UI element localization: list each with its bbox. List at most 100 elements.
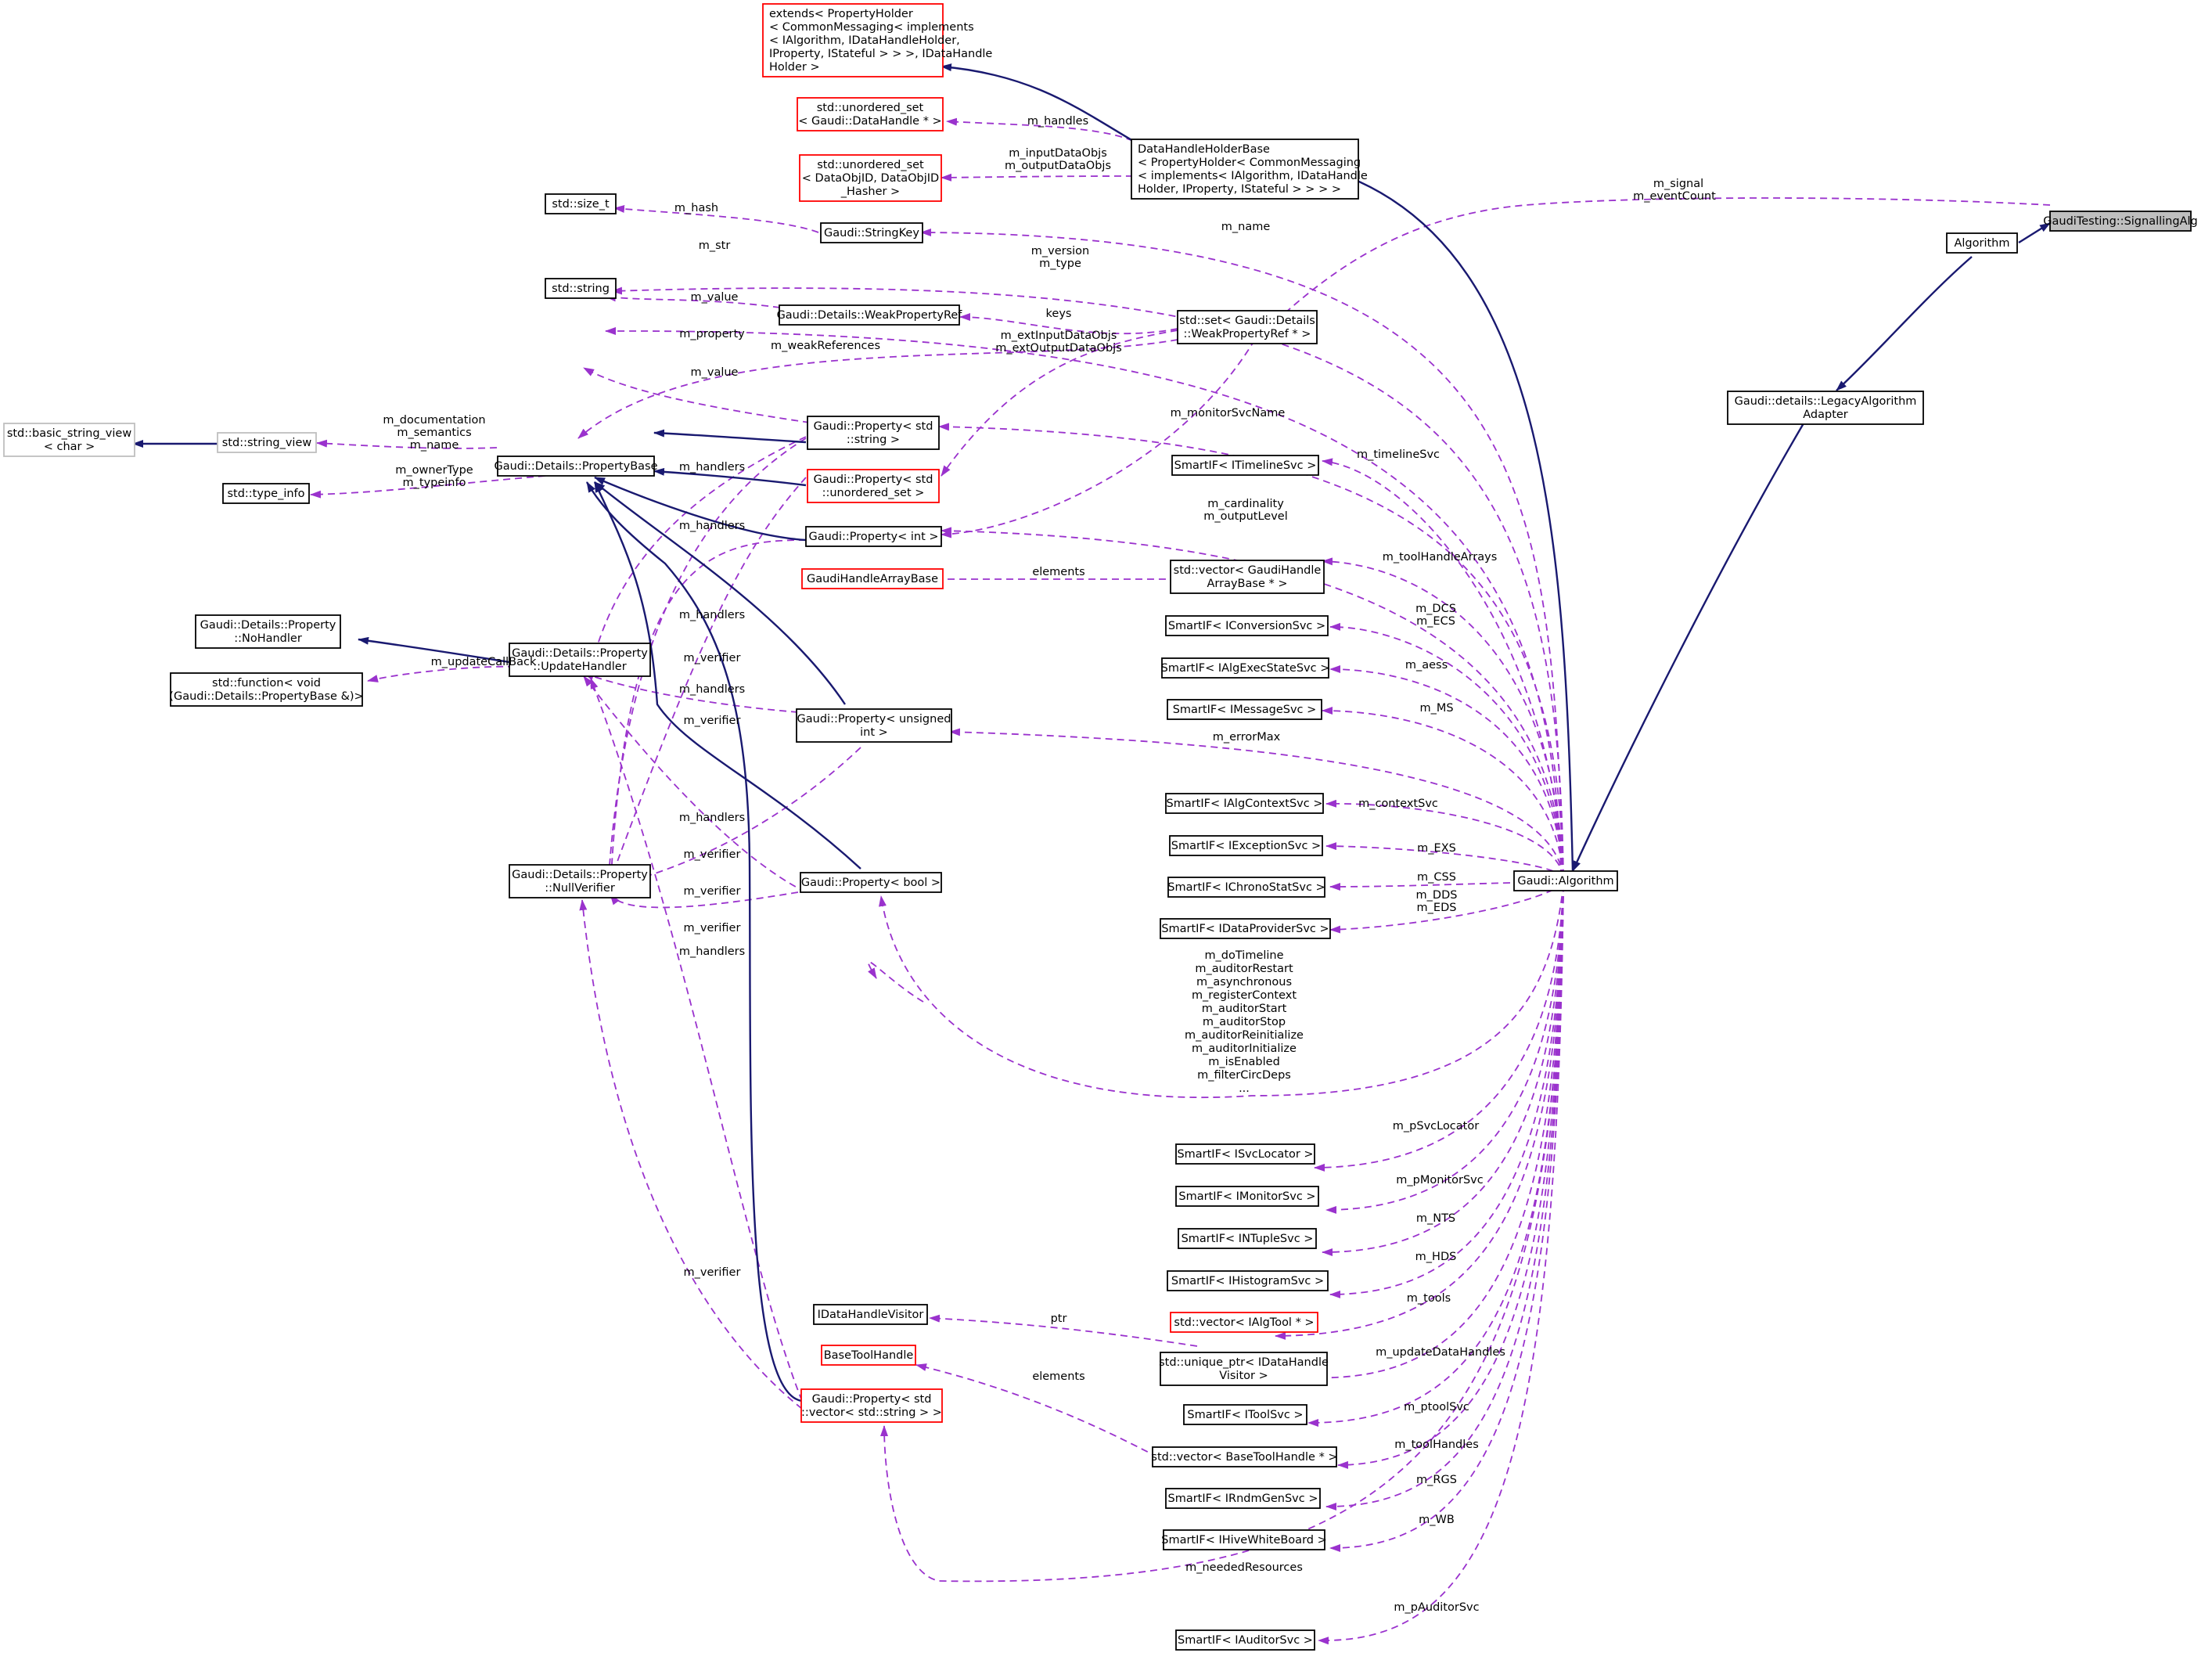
class-node-label: BaseToolHandle xyxy=(824,1349,914,1362)
class-node-wpr[interactable]: Gaudi::Details::WeakPropertyRef xyxy=(777,304,963,326)
class-node-label: std::string_view xyxy=(222,437,312,449)
class-node-box xyxy=(1175,1186,1319,1207)
class-node-box xyxy=(805,526,942,547)
class-node-box xyxy=(1183,1404,1307,1425)
class-node-label: _Hasher > xyxy=(840,185,900,198)
edge-label: m_extOutputDataObjs xyxy=(995,342,1122,355)
class-node-sif-conv[interactable]: SmartIF< IConversionSvc > xyxy=(1165,615,1329,636)
class-node-uset-dh[interactable]: std::unordered_set< Gaudi::DataHandle * … xyxy=(797,97,944,131)
edge-label: m_handlers xyxy=(679,945,745,958)
edge-label: m_value xyxy=(691,291,739,304)
class-node-sif-tool[interactable]: SmartIF< IToolSvc > xyxy=(1183,1404,1307,1425)
class-node-label: Gaudi::Property< std xyxy=(814,420,933,433)
class-node-nullverifier[interactable]: Gaudi::Details::Property::NullVerifier xyxy=(509,864,651,898)
class-node-box xyxy=(813,1304,928,1325)
edge-label: m_auditorReinitialize xyxy=(1185,1029,1304,1042)
class-node-sif-ntuple[interactable]: SmartIF< INTupleSvc > xyxy=(1178,1228,1317,1249)
class-node-size-t[interactable]: std::size_t xyxy=(545,193,617,214)
class-node-prop-string[interactable]: Gaudi::Property< std::string > xyxy=(807,416,940,450)
class-node-vec-ghab[interactable]: std::vector< GaudiHandleArrayBase * > xyxy=(1170,560,1325,594)
class-node-label: std::type_info xyxy=(227,488,304,500)
edge-label: m_CSS xyxy=(1417,871,1456,884)
class-node-box xyxy=(1152,1446,1337,1467)
class-node-sif-aess[interactable]: SmartIF< IAlgExecStateSvc > xyxy=(1161,657,1330,679)
edge-label: m_toolHandleArrays xyxy=(1383,551,1498,564)
edge-label: m_pSvcLocator xyxy=(1393,1120,1479,1132)
class-node-nohandler[interactable]: Gaudi::Details::Property::NoHandler xyxy=(195,614,341,649)
class-node-label: std::unordered_set xyxy=(817,102,924,114)
edge-label: m_ECS xyxy=(1416,615,1455,628)
class-node-gaudialg[interactable]: Gaudi::Algorithm xyxy=(1513,870,1618,891)
class-node-btoolhandle[interactable]: BaseToolHandle xyxy=(821,1345,916,1366)
edge-label: m_tools xyxy=(1407,1292,1451,1305)
class-node-label: < DataObjID, DataObjID xyxy=(802,172,939,185)
edge-label: m_auditorRestart xyxy=(1195,963,1293,975)
class-node-label: std::basic_string_view xyxy=(7,427,132,440)
class-node-extends[interactable]: extends< PropertyHolder< CommonMessaging… xyxy=(762,3,992,77)
class-node-label: std::vector< BaseToolHandle * > xyxy=(1151,1451,1337,1464)
class-node-sif-svcloc[interactable]: SmartIF< ISvcLocator > xyxy=(1175,1143,1315,1165)
class-node-typeinfo[interactable]: std::type_info xyxy=(222,483,310,504)
edge-label: m_handlers xyxy=(679,609,745,621)
class-node-label: std::set< Gaudi::Details xyxy=(1179,315,1315,327)
class-node-sif-rndm[interactable]: SmartIF< IRndmGenSvc > xyxy=(1165,1488,1321,1509)
edge-label: m_inputDataObjs xyxy=(1009,147,1107,160)
class-node-ghab[interactable]: GaudiHandleArrayBase xyxy=(801,568,944,589)
class-node-sif-timeline[interactable]: SmartIF< ITimelineSvc > xyxy=(1171,455,1319,476)
class-node-label: < IAlgorithm, IDataHandleHolder, xyxy=(769,34,960,47)
class-node-uset-dobj[interactable]: std::unordered_set< DataObjID, DataObjID… xyxy=(799,154,942,202)
edge-label: m_filterCircDeps xyxy=(1197,1069,1291,1082)
edge-label: m_verifier xyxy=(684,922,741,934)
class-node-dhvisitor[interactable]: IDataHandleVisitor xyxy=(813,1304,928,1325)
class-node-label: < implements< IAlgorithm, IDataHandle xyxy=(1138,170,1368,182)
class-node-function[interactable]: std::function< void(Gaudi::Details::Prop… xyxy=(169,672,364,707)
edge-label: m_pAuditorSvc xyxy=(1394,1601,1479,1614)
class-node-stringkey[interactable]: Gaudi::StringKey xyxy=(820,222,923,243)
class-node-label: SmartIF< IAlgExecStateSvc > xyxy=(1161,662,1330,675)
class-node-signalling[interactable]: GaudiTesting::SignallingAlg xyxy=(2043,211,2198,232)
class-node-prop-int[interactable]: Gaudi::Property< int > xyxy=(805,526,942,547)
edge-label: m_hash xyxy=(674,202,718,214)
edge-label: m_contextSvc xyxy=(1358,798,1438,810)
class-node-label: SmartIF< IHiveWhiteBoard > xyxy=(1161,1534,1326,1547)
class-node-sif-exc[interactable]: SmartIF< IExceptionSvc > xyxy=(1169,835,1323,856)
class-node-prop-vecstr[interactable]: Gaudi::Property< std::vector< std::strin… xyxy=(800,1388,943,1423)
edge-label: m_auditorStart xyxy=(1202,1003,1287,1015)
class-node-dhhb[interactable]: DataHandleHolderBase< PropertyHolder< Co… xyxy=(1131,139,1368,200)
edge-label: m_signal xyxy=(1653,178,1703,190)
class-node-label: Gaudi::Algorithm xyxy=(1517,875,1613,888)
class-node-sv[interactable]: std::string_view xyxy=(217,432,317,453)
class-node-sif-ctx[interactable]: SmartIF< IAlgContextSvc > xyxy=(1165,793,1324,814)
class-node-set-wpr[interactable]: std::set< Gaudi::Details::WeakPropertyRe… xyxy=(1177,310,1318,344)
class-node-sif-mon[interactable]: SmartIF< IMonitorSvc > xyxy=(1175,1186,1319,1207)
edge-label: m_name xyxy=(410,439,459,452)
class-node-string[interactable]: std::string xyxy=(545,278,617,299)
class-node-box xyxy=(2049,211,2192,232)
class-node-updatehandler[interactable]: Gaudi::Details::Property::UpdateHandler xyxy=(509,643,651,677)
class-node-sif-dp[interactable]: SmartIF< IDataProviderSvc > xyxy=(1160,918,1331,939)
edge-label: m_outputLevel xyxy=(1203,510,1287,523)
class-node-uptr-dhv[interactable]: std::unique_ptr< IDataHandleVisitor > xyxy=(1159,1352,1329,1386)
class-node-label: < Gaudi::DataHandle * > xyxy=(798,115,941,128)
class-node-propbase[interactable]: Gaudi::Details::PropertyBase xyxy=(494,456,658,477)
class-node-box xyxy=(1165,1488,1321,1509)
class-node-label: Gaudi::Details::PropertyBase xyxy=(494,460,657,473)
class-node-algorithm[interactable]: Algorithm xyxy=(1946,232,2018,254)
class-node-sif-hist[interactable]: SmartIF< IHistogramSvc > xyxy=(1167,1270,1329,1291)
edge-label: m_extInputDataObjs xyxy=(1001,329,1117,342)
class-node-label: Gaudi::Property< std xyxy=(812,1393,932,1406)
class-node-vec-bth[interactable]: std::vector< BaseToolHandle * > xyxy=(1151,1446,1338,1467)
class-node-box xyxy=(1170,1312,1318,1333)
class-node-prop-uset[interactable]: Gaudi::Property< std::unordered_set > xyxy=(807,469,940,503)
class-node-sif-msg[interactable]: SmartIF< IMessageSvc > xyxy=(1167,699,1322,720)
class-node-box xyxy=(1178,1228,1317,1249)
class-node-vec-algtool[interactable]: std::vector< IAlgTool * > xyxy=(1170,1312,1318,1333)
class-node-sif-chrono[interactable]: SmartIF< IChronoStatSvc > xyxy=(1167,877,1325,898)
class-node-label: ::string > xyxy=(847,434,900,446)
class-node-bsv[interactable]: std::basic_string_view< char > xyxy=(3,423,135,457)
class-node-prop-bool[interactable]: Gaudi::Property< bool > xyxy=(800,872,942,893)
class-node-sif-wb[interactable]: SmartIF< IHiveWhiteBoard > xyxy=(1161,1529,1327,1550)
class-node-sif-auditor[interactable]: SmartIF< IAuditorSvc > xyxy=(1175,1629,1315,1651)
